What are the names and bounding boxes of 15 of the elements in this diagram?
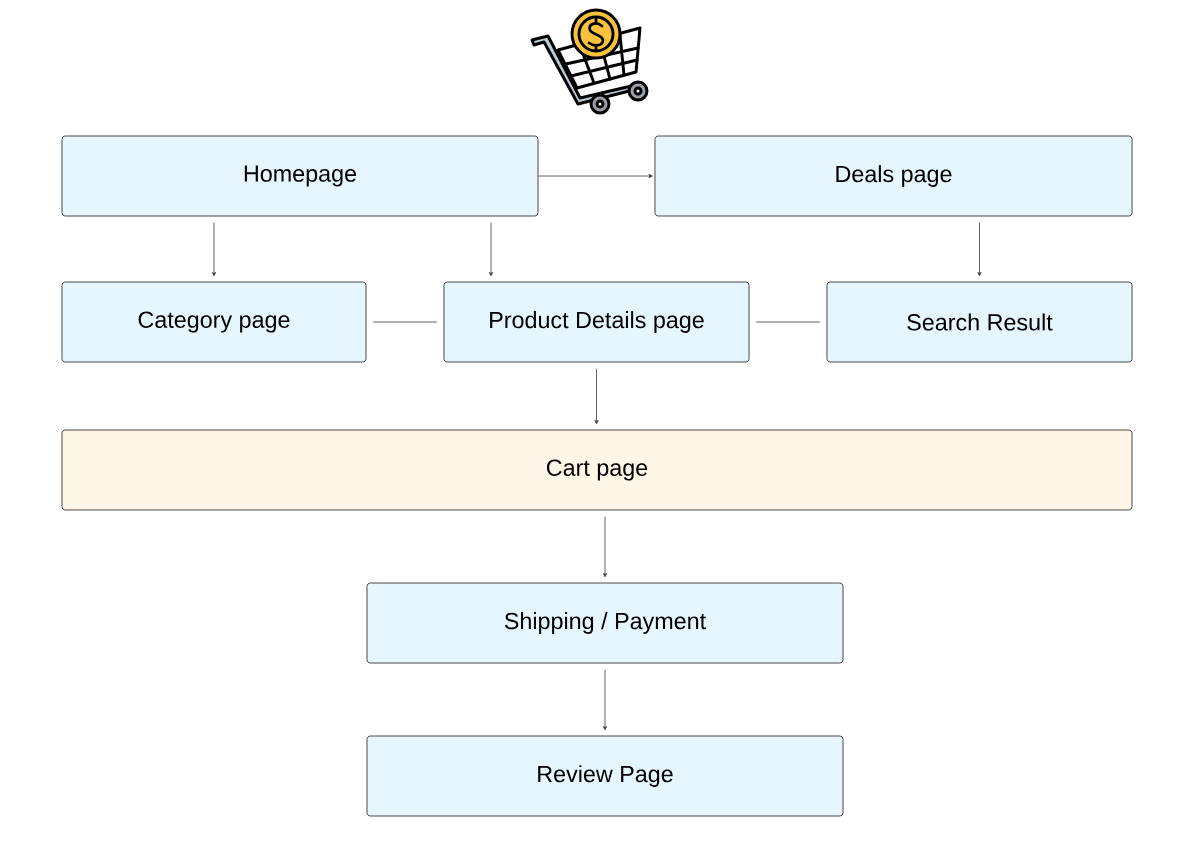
arrow [594,368,599,425]
page-box: Category page [61,281,367,363]
arrow [538,173,653,179]
page-box: Review Page [366,735,844,817]
arrow [602,516,608,578]
arrow [488,222,494,277]
page-box: Cart page [61,429,1133,511]
arrow [211,222,217,277]
page-box: Deals page [654,135,1133,217]
page-box: Search Result [826,281,1133,363]
page-box: Product Details page [443,281,750,363]
page-box: Homepage [61,135,539,217]
page-box: Shipping / Payment [366,582,844,664]
arrow [977,222,982,277]
arrow [602,669,608,731]
